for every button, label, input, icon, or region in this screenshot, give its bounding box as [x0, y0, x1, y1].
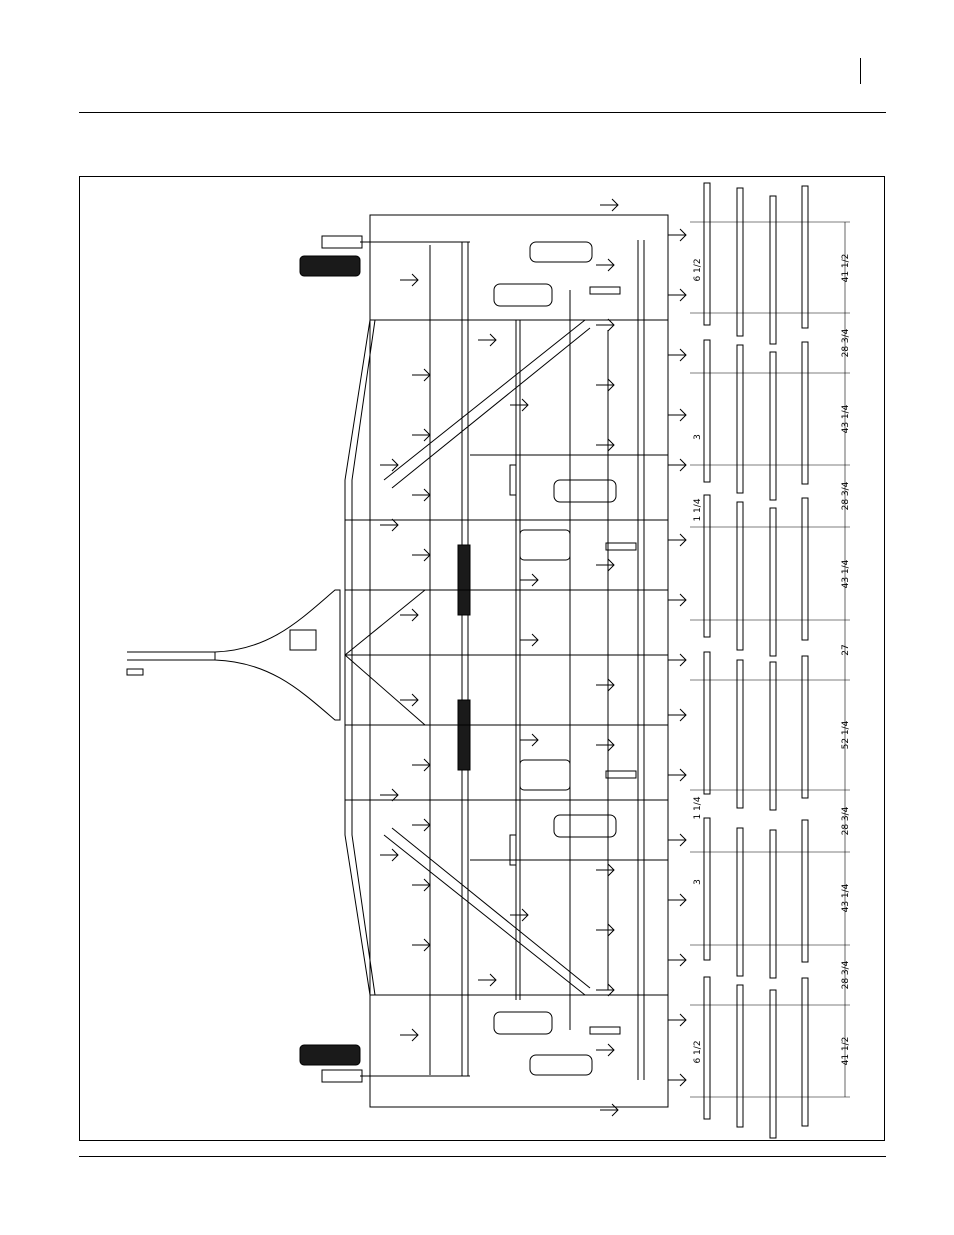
dimension-label-inner: 1 1/4	[693, 498, 703, 521]
dimension-label: 52 1/4	[841, 720, 851, 749]
sweep-row-a	[380, 274, 430, 1041]
dimension-label-inner: 6 1/2	[693, 258, 703, 281]
harrow-col-2	[737, 188, 743, 1127]
harrow-bars	[704, 183, 808, 1138]
dimension-label: 41 1/2	[841, 1037, 851, 1066]
hitch-tongue	[127, 590, 340, 720]
sweep-row-b	[478, 334, 538, 986]
harrow-col-3	[770, 196, 776, 1138]
shank-sweeps	[380, 199, 686, 1116]
dimension-label: 43 1/4	[841, 404, 851, 433]
dimension-label-inner: 6 1/2	[693, 1040, 703, 1063]
cylinders	[510, 287, 636, 1034]
sweep-row-d	[668, 229, 686, 1086]
frame-beams	[345, 320, 668, 995]
dimension-labels: 41 1/2 28 3/4 43 1/4 28 3/4 43 1/4 27 52…	[693, 254, 851, 1066]
harrow-col-1	[704, 183, 710, 1119]
main-frame	[345, 215, 668, 1107]
dimension-label: 28 3/4	[841, 960, 851, 989]
gauge-wheel-bottom	[300, 1045, 370, 1082]
dimension-label: 28 3/4	[841, 806, 851, 835]
dimension-label-inner: 3	[693, 879, 703, 885]
carrier-wheels	[494, 242, 616, 1075]
harrow-col-4	[802, 186, 808, 1126]
dimension-label: 41 1/2	[841, 254, 851, 283]
dimension-label: 28 3/4	[841, 328, 851, 357]
dimension-label: 43 1/4	[841, 883, 851, 912]
dimension-label: 43 1/4	[841, 559, 851, 588]
dimension-label-inner: 1 1/4	[693, 796, 703, 819]
sweep-row-c	[596, 199, 618, 1116]
gauge-wheel-top	[300, 236, 370, 276]
toolbars	[430, 240, 644, 1080]
dimension-label: 27	[841, 644, 851, 655]
dimension-label-inner: 3	[693, 434, 703, 440]
dimension-label: 28 3/4	[841, 481, 851, 510]
